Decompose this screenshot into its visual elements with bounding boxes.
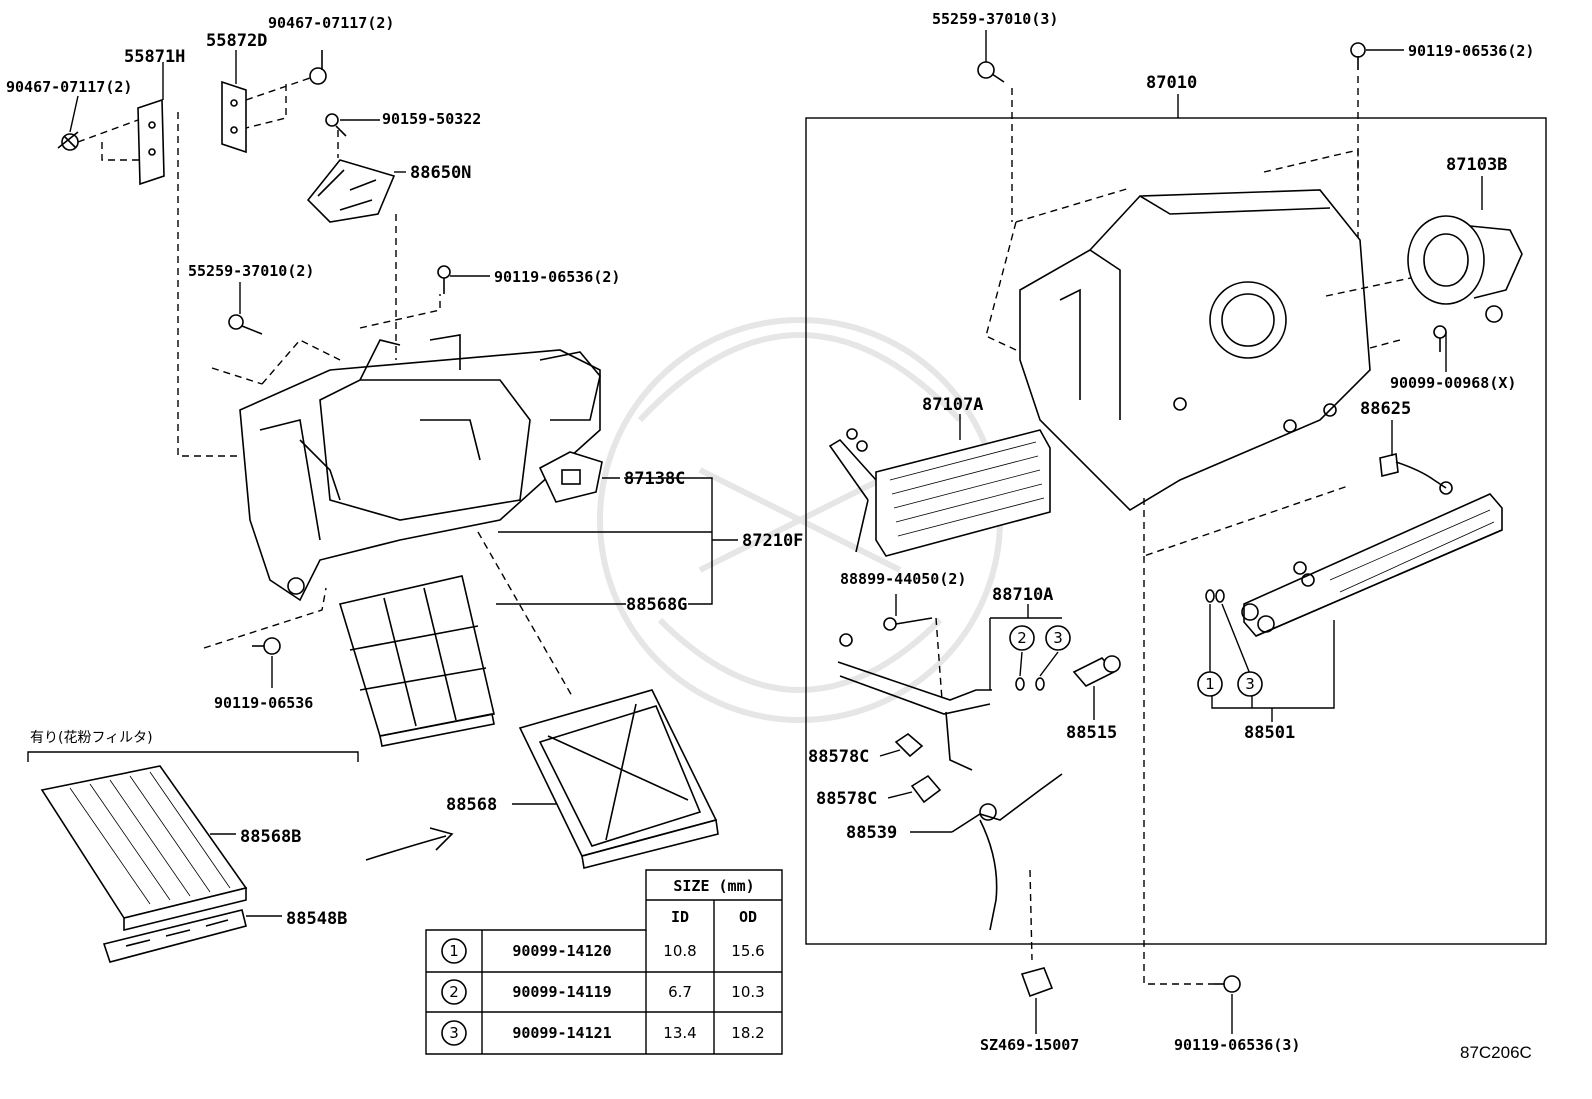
size-table-title: SIZE (mm) (673, 877, 754, 895)
size-table-col-id: ID (671, 908, 689, 926)
valve-88515[interactable] (1072, 655, 1121, 687)
bolt-90119-bottom[interactable] (1214, 975, 1241, 993)
servo-87138c[interactable] (538, 451, 603, 503)
label-87103b[interactable]: 87103B (1446, 155, 1507, 175)
row-od: 10.3 (731, 983, 764, 1001)
label-90119-lower[interactable]: 90119-06536 (214, 694, 313, 712)
filter-frame-88548b[interactable] (102, 909, 247, 963)
row-part: 90099-14121 (512, 1024, 611, 1042)
label-88568b[interactable]: 88568B (240, 827, 301, 847)
screw-90159[interactable] (325, 113, 347, 137)
clip-90467-left[interactable] (57, 131, 79, 151)
label-55871h[interactable]: 55871H (124, 47, 185, 67)
drain-hose-88539[interactable] (951, 773, 1063, 931)
label-90467-left[interactable]: 90467-07117(2) (6, 78, 132, 96)
label-88578c-a[interactable]: 88578C (808, 747, 869, 767)
label-90467-top[interactable]: 90467-07117(2) (268, 14, 394, 32)
grommet-88578c-b[interactable] (910, 774, 942, 804)
row-id: 13.4 (663, 1024, 696, 1042)
drawing-ref: 87C206C (1460, 1043, 1532, 1062)
grommet-88578c-a[interactable] (894, 732, 924, 758)
assembly-87010-box (805, 117, 1547, 945)
label-88625[interactable]: 88625 (1360, 399, 1411, 419)
size-table: SIZE (mm) ID OD 1 90099-14120 10.8 15.6 … (425, 869, 783, 1055)
label-87010[interactable]: 87010 (1146, 73, 1197, 93)
row-id: 6.7 (668, 983, 692, 1001)
marker-3-88710a: 3 (1045, 625, 1071, 651)
svg-text:3: 3 (1053, 629, 1063, 647)
size-table-row: 2 90099-14119 6.7 10.3 (441, 979, 765, 1005)
svg-text:3: 3 (1245, 675, 1255, 693)
clip-90467-top[interactable] (309, 50, 327, 85)
label-90119-bottom[interactable]: 90119-06536(3) (1174, 1036, 1300, 1054)
o-rings-88501[interactable] (1205, 589, 1225, 603)
row-od: 18.2 (731, 1024, 764, 1042)
size-table-col-od: OD (739, 908, 757, 926)
label-55259-right[interactable]: 55259-37010(3) (932, 10, 1058, 28)
screw-55259-left[interactable] (228, 314, 263, 335)
bolt-88899[interactable] (883, 617, 933, 631)
evaporator-88501[interactable] (1241, 493, 1503, 637)
label-88650n[interactable]: 88650N (410, 163, 471, 183)
label-90119-topright[interactable]: 90119-06536(2) (1408, 42, 1534, 60)
row-od: 15.6 (731, 942, 764, 960)
bolt-90119-topright[interactable] (1350, 42, 1366, 70)
label-55259-left[interactable]: 55259-37010(2) (188, 262, 314, 280)
bracket-55872d[interactable] (221, 80, 247, 154)
size-table-row: 3 90099-14121 13.4 18.2 (441, 1020, 765, 1046)
blower-case[interactable] (1019, 189, 1371, 512)
tube-88710a[interactable] (837, 633, 992, 771)
svg-text:2: 2 (1017, 629, 1027, 647)
pollen-filter-88568b[interactable] (40, 765, 248, 932)
pollen-filter-note: 有り(花粉フィルタ) (30, 730, 153, 746)
label-90159[interactable]: 90159-50322 (382, 110, 481, 128)
o-rings-88710a[interactable] (1015, 677, 1045, 691)
label-90099[interactable]: 90099-00968(X) (1390, 374, 1516, 392)
label-88710a[interactable]: 88710A (992, 585, 1053, 605)
blower-resistor-88650n[interactable] (306, 159, 396, 223)
row-mark: 1 (449, 942, 459, 960)
blower-motor-87103b[interactable] (1407, 215, 1523, 323)
svg-text:1: 1 (1205, 675, 1215, 693)
bracket-55871h[interactable] (137, 98, 165, 186)
label-88539[interactable]: 88539 (846, 823, 897, 843)
label-90119-top[interactable]: 90119-06536(2) (494, 268, 620, 286)
label-88568g[interactable]: 88568G (626, 595, 687, 615)
screw-90099[interactable] (1433, 325, 1447, 352)
clamp-sz469[interactable] (1020, 967, 1054, 998)
heater-unit-87210f[interactable] (239, 334, 601, 602)
row-mark: 2 (449, 983, 459, 1001)
filter-88568[interactable] (518, 689, 719, 869)
label-87210f[interactable]: 87210F (742, 531, 803, 551)
label-sz469[interactable]: SZ469-15007 (980, 1036, 1079, 1054)
label-88548b[interactable]: 88548B (286, 909, 347, 929)
label-88515[interactable]: 88515 (1066, 723, 1117, 743)
label-88578c-b[interactable]: 88578C (816, 789, 877, 809)
sensor-88625[interactable] (1379, 453, 1453, 495)
row-part: 90099-14120 (512, 942, 611, 960)
label-87107a[interactable]: 87107A (922, 395, 983, 415)
marker-3-88501: 3 (1237, 671, 1263, 697)
marker-2-88710a: 2 (1009, 625, 1035, 651)
label-55872d[interactable]: 55872D (206, 31, 267, 51)
label-88568[interactable]: 88568 (446, 795, 497, 815)
marker-1-88501: 1 (1197, 671, 1223, 697)
screw-55259-right[interactable] (977, 61, 1005, 83)
heater-core-87107a[interactable] (828, 428, 1051, 557)
bolt-90119-top[interactable] (437, 265, 451, 294)
filter-case-88568g[interactable] (338, 575, 495, 747)
row-id: 10.8 (663, 942, 696, 960)
size-table-row: 1 90099-14120 10.8 15.6 (441, 938, 765, 964)
label-88899[interactable]: 88899-44050(2) (840, 570, 966, 588)
label-88501[interactable]: 88501 (1244, 723, 1295, 743)
bolt-90119-lower[interactable] (252, 637, 281, 655)
label-87138c[interactable]: 87138C (624, 469, 685, 489)
row-mark: 3 (449, 1024, 459, 1042)
row-part: 90099-14119 (512, 983, 611, 1001)
